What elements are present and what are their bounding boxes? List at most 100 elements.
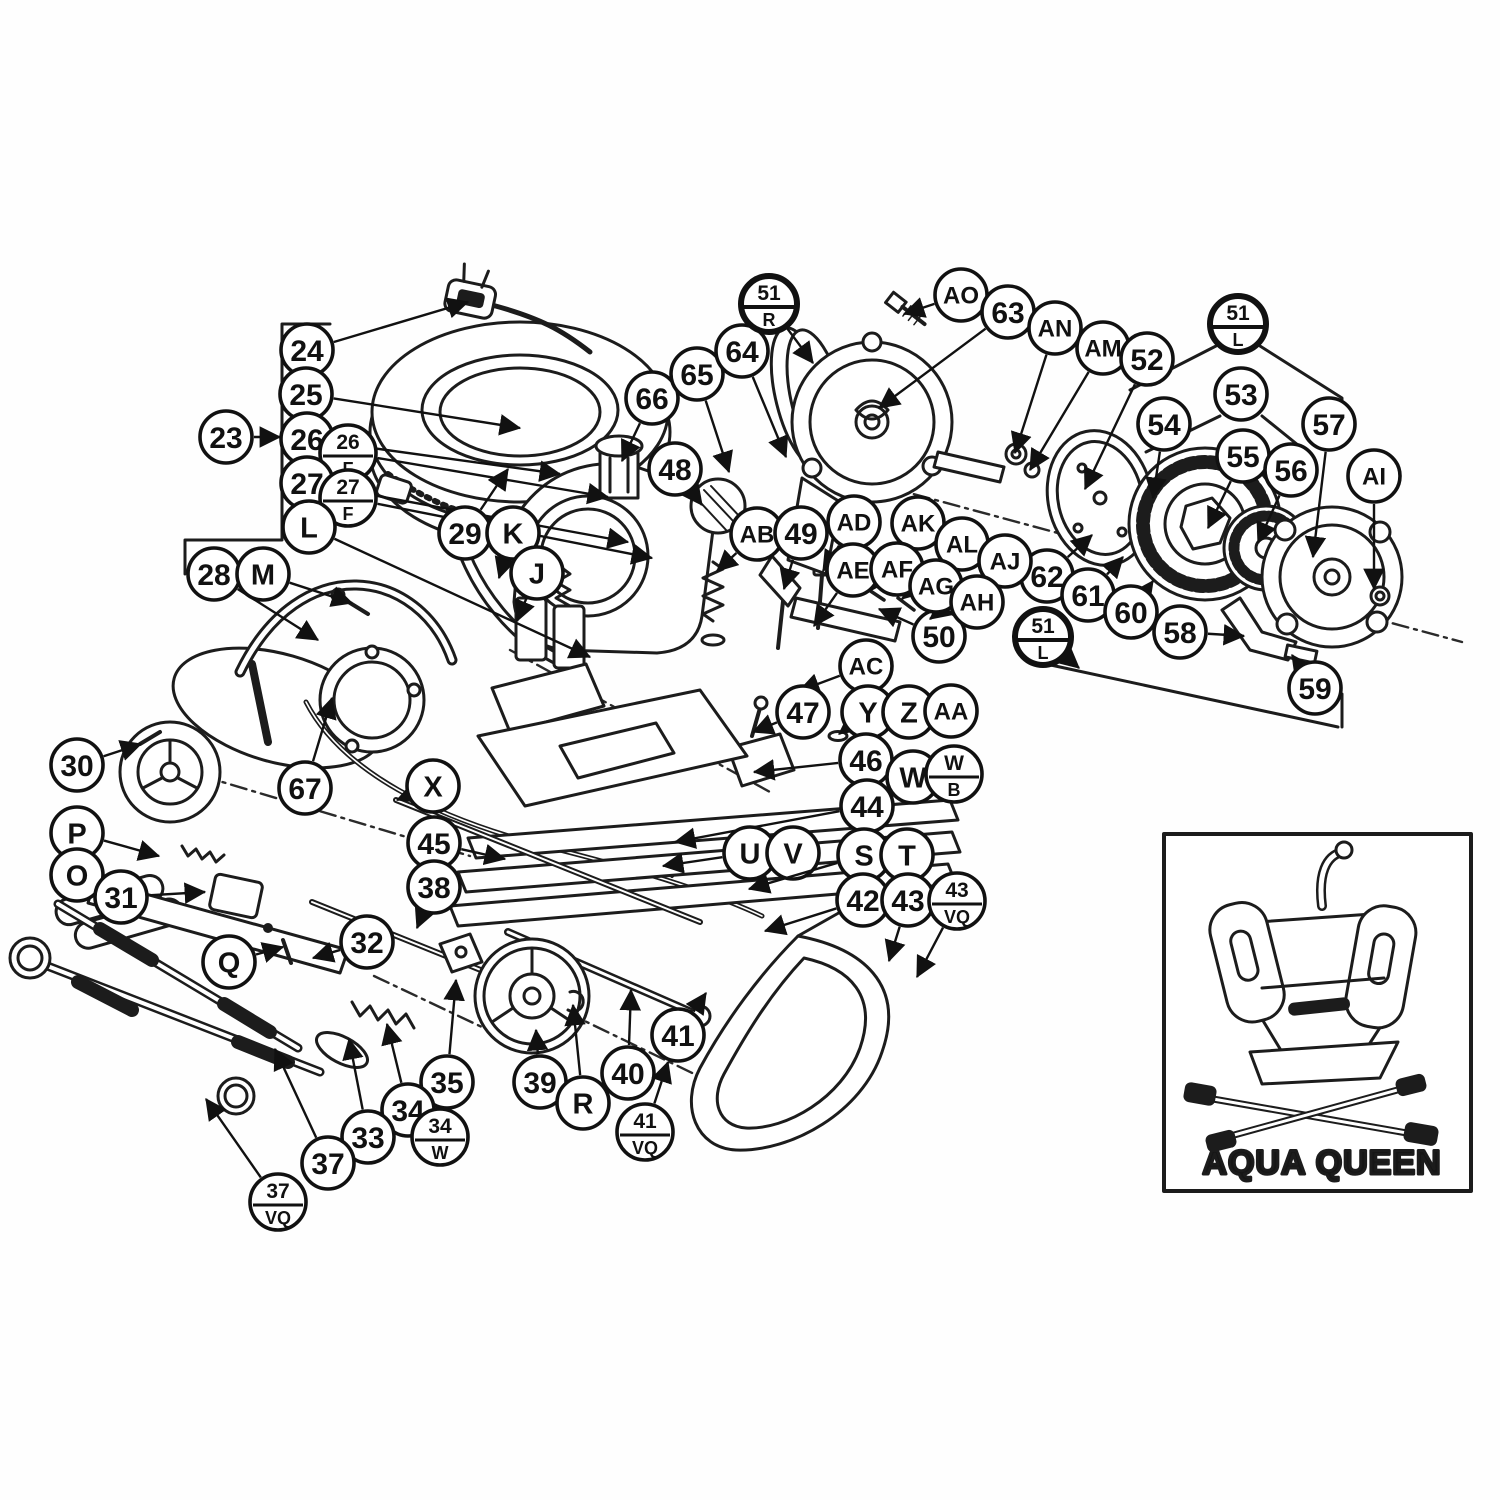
svg-text:55: 55 [1226,441,1259,474]
callout-layer: 2324252626F2727FL28M29KJ66656451R48AO63A… [49,267,1402,1232]
callout-circle [1213,366,1269,422]
svg-text:W: W [899,762,927,794]
callout-o-65: O [49,847,111,903]
callout-52-22: 52 [1083,331,1175,491]
svg-text:AF: AF [881,557,913,584]
svg-text:26: 26 [336,431,359,454]
callout-51-l-23: 51L [1207,293,1269,355]
handle-poles [8,899,369,1116]
svg-text:AN: AN [1038,316,1073,343]
svg-text:47: 47 [786,697,819,730]
callout-circle [624,370,680,426]
inset-title: AQUA QUEEN [1202,1144,1441,1182]
svg-text:AI: AI [1362,464,1386,491]
callout-circle [339,914,395,970]
callout-ai-29: AI [1346,448,1402,591]
callout-55-26: 55 [1206,428,1271,530]
gear-train [1045,429,1404,665]
svg-text:AA: AA [934,699,969,726]
callout-59-34: 59 [1287,654,1343,716]
svg-text:51: 51 [757,282,781,305]
svg-text:41: 41 [633,1110,657,1133]
callout-circle [318,468,378,528]
callout-49-42: 49 [773,505,829,591]
svg-text:39: 39 [523,1067,556,1100]
svg-text:AC: AC [849,654,884,681]
callout-circle [1136,396,1192,452]
callout-56-27: 56 [1256,442,1319,545]
callout-63-19: 63 [878,284,1036,409]
svg-text:AK: AK [901,511,936,538]
callout-circle [1207,293,1269,355]
svg-text:R: R [763,310,776,330]
svg-text:58: 58 [1163,617,1196,650]
svg-text:VQ: VQ [944,907,970,927]
callout-51-r-16: 51R [738,273,814,364]
callout-l-7: L [281,499,592,659]
callout-circle [49,847,105,903]
svg-text:34: 34 [428,1115,452,1138]
svg-text:27: 27 [336,476,359,499]
svg-text:X: X [423,771,443,803]
svg-text:61: 61 [1071,580,1104,613]
svg-text:29: 29 [448,518,481,551]
callout-circle [410,1107,470,1167]
callout-circle [555,1075,611,1131]
svg-text:L: L [300,512,318,544]
callout-41-77: 41 [650,992,707,1063]
callout-ae-47: AE [813,542,881,627]
callout-circle [235,546,291,602]
callout-circle [714,323,770,379]
svg-text:51: 51 [1226,302,1250,325]
callout-31-66: 31 [93,869,207,925]
pump-assembly [82,579,458,912]
svg-text:Y: Y [858,697,877,729]
svg-text:R: R [573,1088,594,1120]
svg-text:AO: AO [943,283,979,310]
callout-circle [647,441,703,497]
callout-aj-46: AJ [929,533,1033,620]
svg-text:AG: AG [918,574,954,601]
svg-text:M: M [251,559,275,591]
callout-40-76: 40 [600,988,656,1101]
svg-text:L: L [1038,643,1049,663]
callout-32-68: 32 [311,914,395,970]
svg-text:38: 38 [417,872,450,905]
callout-aa-40: AA [923,683,979,739]
svg-text:48: 48 [658,454,691,487]
callout-circle [924,744,984,804]
svg-text:W: W [944,752,964,775]
callout-circle [1287,660,1343,716]
callout-43-61: 43 [880,872,936,963]
callout-37-82: 37 [273,1047,356,1191]
callout-38-72: 38 [406,859,462,930]
callout-circle [509,545,565,601]
callout-circle [765,825,821,881]
callout-50-35: 50 [877,607,967,664]
callout-30-63: 30 [49,737,143,793]
wheel [473,937,591,1055]
svg-text:33: 33 [351,1122,384,1155]
svg-text:O: O [66,860,89,892]
callout-v-57: V [765,825,821,881]
callout-ao-18: AO [902,267,989,323]
callout-circle [93,869,149,925]
svg-text:64: 64 [725,336,759,369]
svg-text:U: U [740,838,761,870]
svg-text:43: 43 [891,885,924,918]
callout-ab-41: AB [716,506,785,572]
callout-60-32: 60 [1103,580,1159,640]
svg-text:Q: Q [218,947,241,979]
svg-text:23: 23 [209,422,242,455]
callout-57-28: 57 [1301,396,1357,559]
callout-circle [650,1007,706,1063]
svg-text:41: 41 [661,1020,694,1053]
svg-text:37: 37 [266,1180,289,1203]
svg-text:37: 37 [311,1148,344,1181]
svg-text:63: 63 [991,297,1024,330]
svg-text:S: S [854,840,873,872]
svg-text:B: B [948,780,961,800]
callout-circle [1301,396,1357,452]
